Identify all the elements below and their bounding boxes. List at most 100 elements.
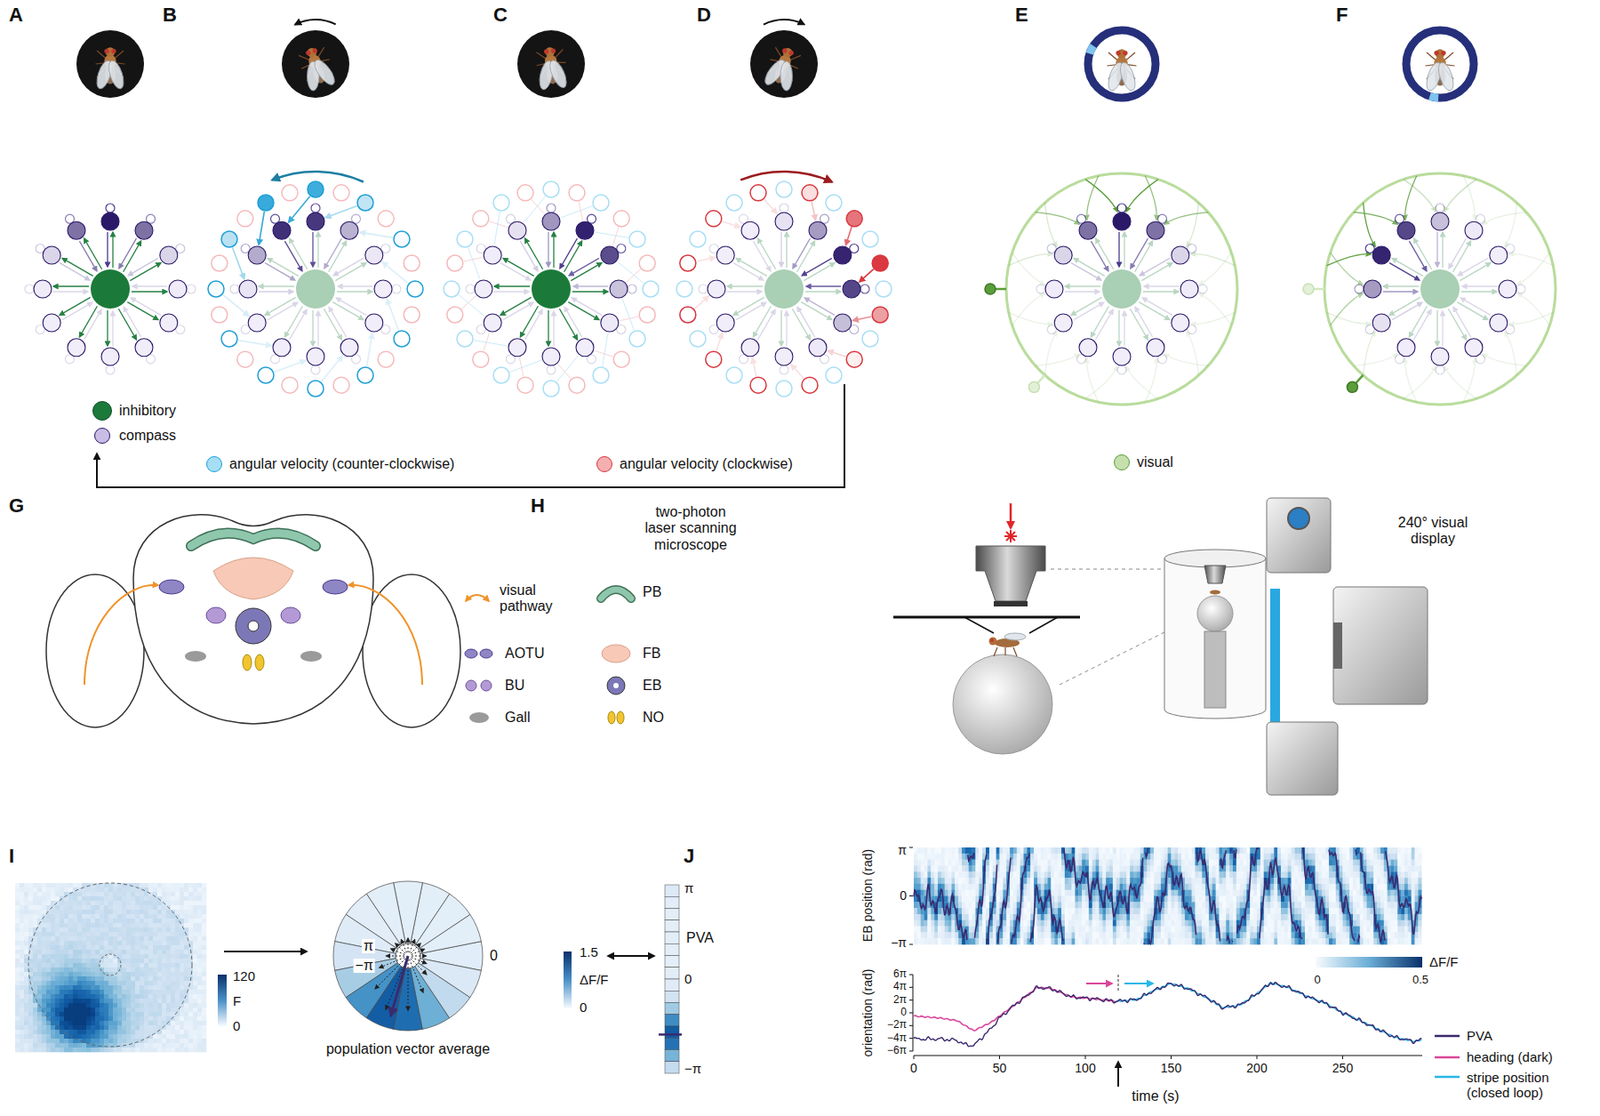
illustration-rect	[55, 927, 60, 932]
illustration-rect	[161, 936, 167, 941]
illustration-rect	[95, 931, 100, 936]
illustration-rect	[188, 922, 193, 928]
illustration-circle	[1440, 50, 1446, 56]
illustration-rect	[1266, 721, 1338, 795]
illustration-rect	[59, 998, 64, 1003]
illustration-rect	[41, 998, 47, 1003]
illustration-rect	[81, 980, 87, 985]
illustration-ellipse	[255, 654, 264, 671]
illustration-rect	[192, 900, 198, 905]
illustration-line	[694, 296, 709, 309]
illustration-rect	[64, 1024, 69, 1030]
illustration-rect	[117, 1016, 122, 1021]
illustration-rect	[28, 913, 33, 919]
illustration-rect	[64, 922, 69, 928]
illustration-circle	[613, 210, 630, 227]
illustration-rect	[1333, 586, 1428, 704]
illustration-rect	[50, 980, 56, 985]
illustration-rect	[28, 1016, 33, 1021]
illustration-rect	[86, 1002, 91, 1008]
illustration-rect	[188, 1016, 193, 1021]
illustration-circle	[508, 221, 527, 240]
illustration-rect	[46, 944, 51, 950]
illustration-circle	[1146, 221, 1165, 240]
illustration-rect	[50, 967, 56, 972]
illustration-rect	[37, 944, 42, 950]
illustration-rect	[41, 936, 47, 941]
illustration-rect	[72, 1016, 78, 1021]
illustration-rect	[19, 882, 24, 888]
illustration-rect	[104, 1016, 109, 1021]
illustration-rect	[72, 913, 78, 919]
illustration-circle	[872, 255, 888, 272]
illustration-rect	[99, 931, 104, 936]
illustration-rect	[15, 993, 20, 999]
illustration-rect	[135, 896, 140, 901]
illustration-rect	[157, 927, 162, 932]
illustration-rect	[46, 980, 51, 985]
illustration-rect	[184, 980, 189, 985]
illustration-rect	[28, 931, 33, 936]
illustration-line	[721, 221, 740, 228]
illustration-rect	[148, 1002, 153, 1008]
illustration-rect	[192, 891, 198, 896]
illustration-rect	[28, 927, 33, 932]
illustration-rect	[15, 962, 20, 968]
illustration-rect	[121, 998, 127, 1003]
illustration-rect	[184, 904, 189, 910]
illustration-path	[272, 171, 364, 183]
illustration-rect	[19, 993, 24, 999]
illustration-rect	[68, 962, 73, 968]
illustration-rect	[139, 998, 144, 1003]
illustration-rect	[148, 944, 153, 950]
illustration-line	[360, 232, 393, 238]
illustration-rect	[95, 984, 100, 990]
illustration-rect	[104, 918, 109, 923]
illustration-rect	[90, 918, 96, 923]
illustration-rect	[19, 909, 24, 914]
illustration-ellipse	[184, 650, 207, 662]
illustration-rect	[188, 913, 193, 919]
illustration-rect	[188, 989, 193, 994]
illustration-circle	[629, 231, 646, 248]
illustration-rect	[121, 1011, 127, 1016]
illustration-ellipse	[300, 650, 322, 662]
illustration-rect	[50, 896, 56, 901]
illustration-rect	[188, 887, 193, 892]
illustration-rect	[1204, 631, 1226, 708]
illustration-rect	[19, 953, 24, 959]
illustration-rect	[188, 904, 193, 910]
illustration-rect	[81, 922, 87, 928]
illustration-rect	[28, 1002, 33, 1008]
illustration-rect	[175, 967, 180, 972]
illustration-rect	[201, 918, 207, 923]
illustration-rect	[15, 900, 20, 905]
illustration-rect	[55, 1016, 60, 1021]
illustration-rect	[166, 1002, 171, 1008]
illustration-circle	[1372, 246, 1391, 264]
illustration-rect	[170, 896, 176, 901]
illustration-rect	[46, 1007, 51, 1012]
illustration-rect	[201, 913, 207, 919]
illustration-rect	[24, 980, 29, 985]
illustration-rect	[15, 1020, 20, 1025]
illustration-circle	[776, 181, 792, 198]
illustration-circle	[543, 181, 560, 198]
illustration-rect	[19, 913, 24, 919]
illustration-rect	[148, 909, 153, 914]
illustration-path	[1186, 202, 1200, 247]
illustration-rect	[121, 1020, 127, 1025]
illustration-rect	[46, 962, 51, 968]
illustration-rect	[175, 953, 180, 959]
illustration-rect	[179, 936, 184, 941]
illustration-rect	[175, 989, 180, 994]
illustration-ellipse	[480, 648, 493, 658]
illustration-rect	[104, 922, 109, 928]
illustration-rect	[144, 993, 149, 999]
illustration-rect	[184, 1007, 189, 1012]
illustration-circle	[750, 184, 767, 201]
illustration-rect	[90, 913, 96, 919]
illustration-rect	[41, 1024, 47, 1030]
illustration-rect	[197, 940, 202, 945]
illustration-rect	[15, 1024, 20, 1030]
